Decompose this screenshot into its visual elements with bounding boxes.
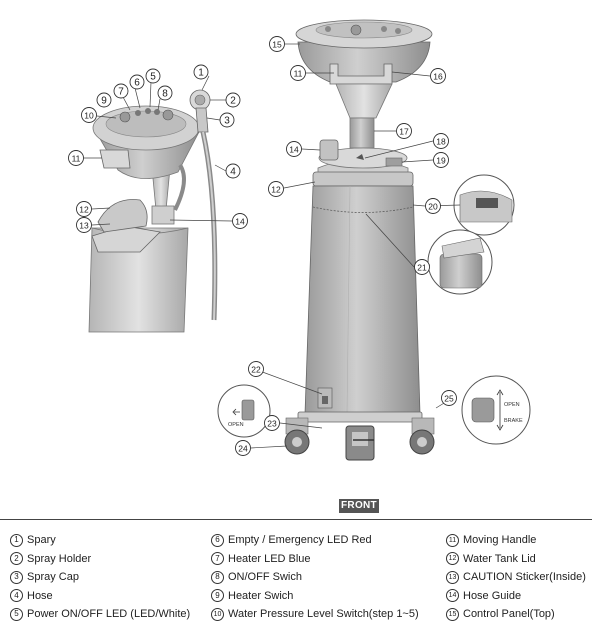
callout-24: 24 xyxy=(235,440,251,456)
svg-text:15: 15 xyxy=(272,40,282,50)
svg-text:19: 19 xyxy=(436,156,446,166)
callout-11-right: 11 xyxy=(290,65,306,81)
svg-text:11: 11 xyxy=(294,69,303,79)
svg-text:10: 10 xyxy=(84,111,94,121)
callout-22: 22 xyxy=(248,361,264,377)
svg-text:14: 14 xyxy=(235,217,245,227)
callout-19: 19 xyxy=(433,152,449,168)
left-device-illustration xyxy=(88,89,218,333)
lock-detail-open-text: OPEN xyxy=(228,422,244,428)
svg-text:9: 9 xyxy=(101,96,107,107)
svg-text:11: 11 xyxy=(72,154,81,164)
callout-14-left: 14 xyxy=(232,213,248,229)
callout-21: 21 xyxy=(414,259,430,275)
callout-5: 5 xyxy=(145,68,161,84)
svg-text:14: 14 xyxy=(289,145,299,155)
callout-23: 23 xyxy=(264,415,280,431)
callout-25: 25 xyxy=(441,390,457,406)
callout-2: 2 xyxy=(225,92,241,108)
svg-text:18: 18 xyxy=(436,137,446,147)
svg-text:13: 13 xyxy=(79,221,89,231)
svg-text:22: 22 xyxy=(251,365,261,375)
tank-detail-21 xyxy=(427,229,493,295)
callout-12-right: 12 xyxy=(268,181,284,197)
main-device-illustration xyxy=(284,19,435,461)
callout-7: 7 xyxy=(113,83,129,99)
svg-text:12: 12 xyxy=(79,205,89,215)
svg-text:8: 8 xyxy=(162,89,168,100)
svg-text:4: 4 xyxy=(230,167,236,178)
lid-detail-20 xyxy=(453,174,515,236)
svg-text:1: 1 xyxy=(198,68,204,79)
callout-9: 9 xyxy=(96,92,112,108)
svg-text:7: 7 xyxy=(118,87,124,98)
svg-text:20: 20 xyxy=(428,202,438,212)
brake-detail: OPEN BRAKE xyxy=(461,375,531,445)
callout-3: 3 xyxy=(219,112,235,128)
callout-13: 13 xyxy=(76,217,92,233)
callout-12: 12 xyxy=(76,201,92,217)
brake-detail-open-text: OPEN xyxy=(504,402,520,408)
callout-4: 4 xyxy=(225,163,241,179)
brake-detail-brake-text: BRAKE xyxy=(504,418,523,424)
svg-text:3: 3 xyxy=(224,116,230,127)
svg-text:6: 6 xyxy=(134,78,140,89)
svg-text:16: 16 xyxy=(433,72,443,82)
svg-text:21: 21 xyxy=(417,263,427,273)
lock-detail: OPEN xyxy=(217,384,271,438)
callout-16: 16 xyxy=(430,68,446,84)
svg-text:24: 24 xyxy=(238,444,248,454)
callout-8: 8 xyxy=(157,85,173,101)
svg-text:12: 12 xyxy=(271,185,281,195)
callout-15: 15 xyxy=(269,36,285,52)
svg-text:2: 2 xyxy=(230,96,236,107)
callout-14-right: 14 xyxy=(286,141,302,157)
front-view-label: FRONT xyxy=(339,499,379,513)
svg-text:25: 25 xyxy=(444,394,454,404)
callout-6: 6 xyxy=(129,74,145,90)
svg-text:17: 17 xyxy=(399,127,409,137)
legend-divider xyxy=(0,519,592,520)
callout-17: 17 xyxy=(396,123,412,139)
svg-text:5: 5 xyxy=(150,72,156,83)
product-diagram: OPEN BRAKE OPEN xyxy=(68,19,531,461)
callout-18: 18 xyxy=(433,133,449,149)
callout-10: 10 xyxy=(81,107,97,123)
callout-20: 20 xyxy=(425,198,441,214)
svg-text:23: 23 xyxy=(267,419,277,429)
callout-1: 1 xyxy=(193,64,209,80)
callout-11: 11 xyxy=(68,150,84,166)
